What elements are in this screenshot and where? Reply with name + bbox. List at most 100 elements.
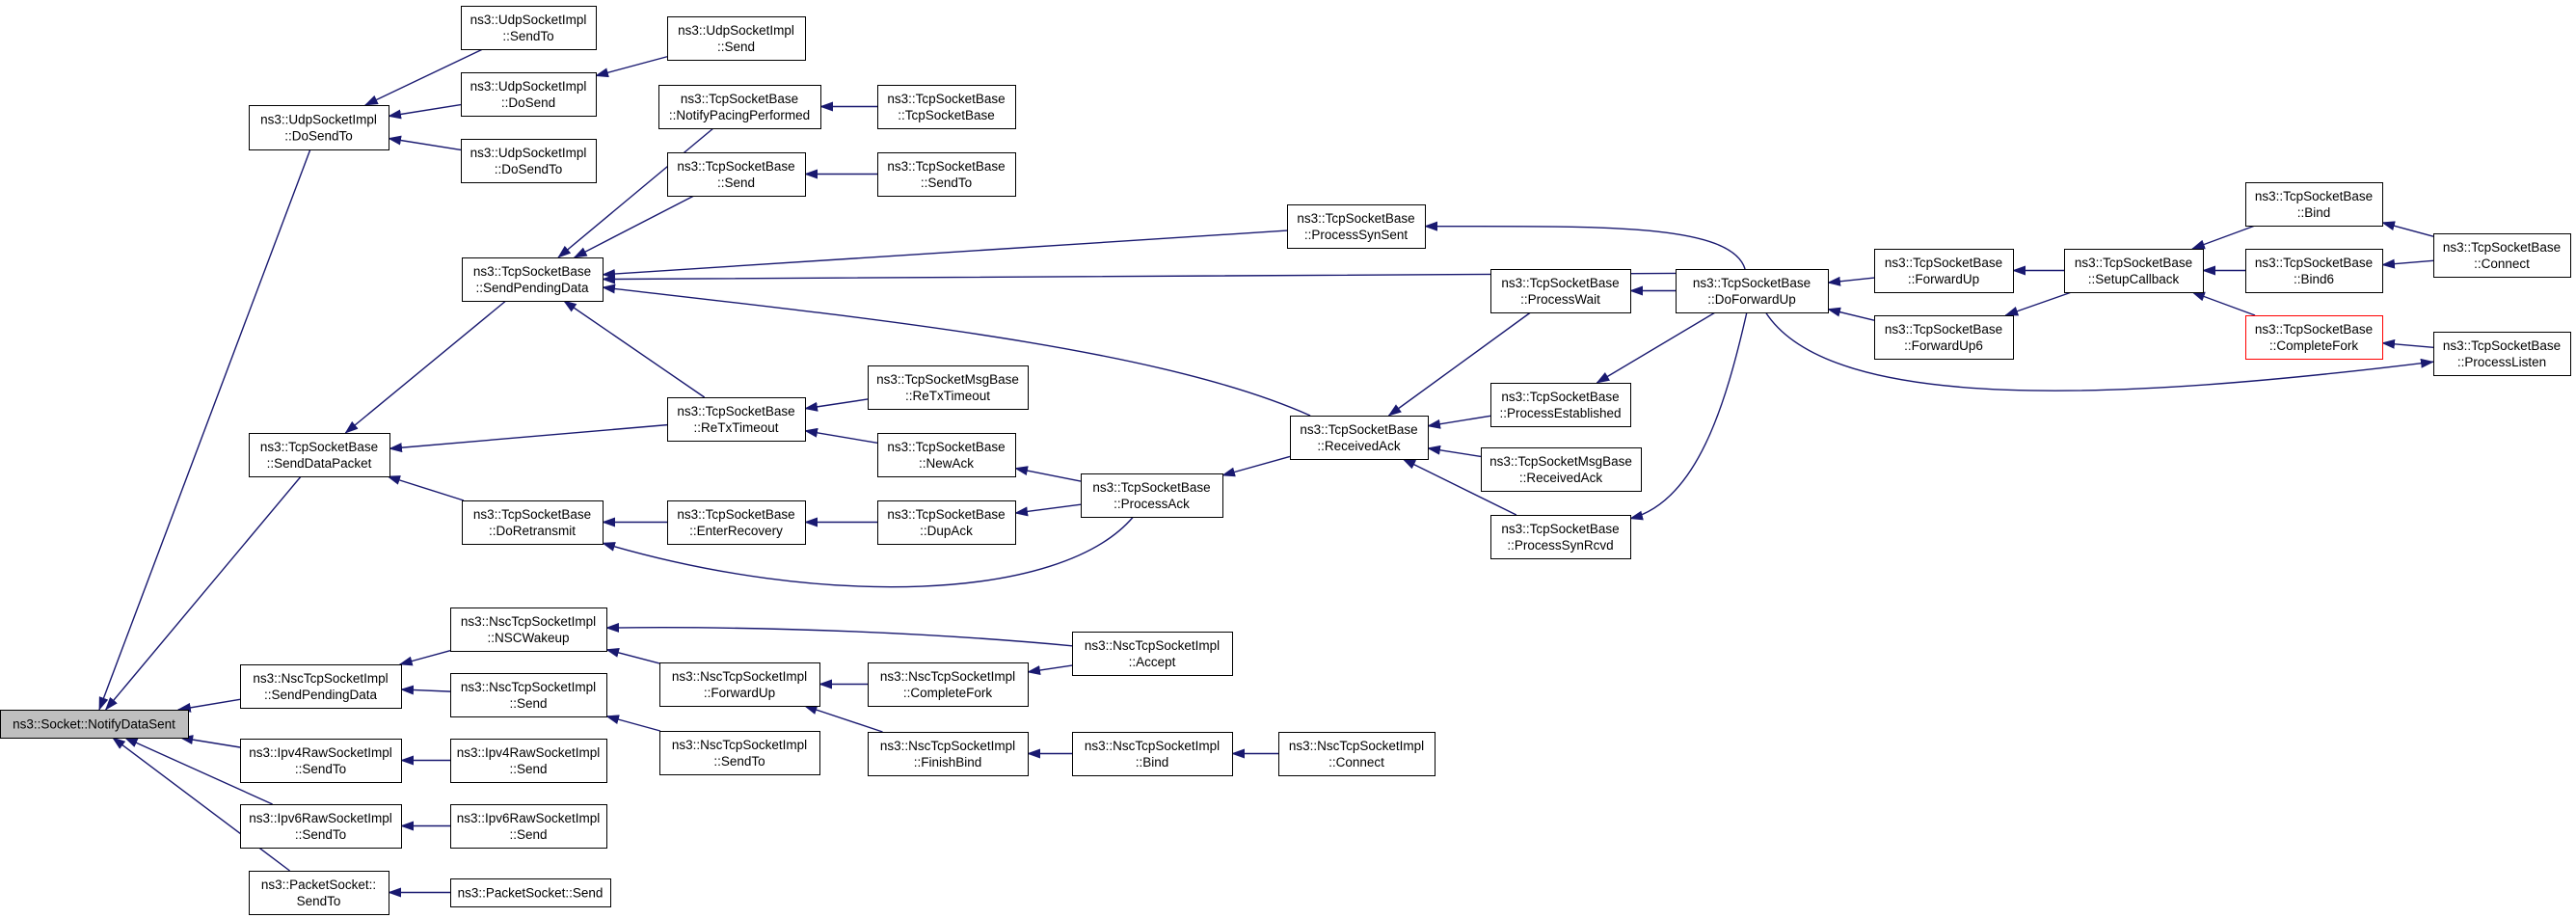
node-tcp_ctor[interactable]: ns3::TcpSocketBase::TcpSocketBase <box>877 85 1016 129</box>
node-tcp_enterrecovery[interactable]: ns3::TcpSocketBase::EnterRecovery <box>667 500 806 545</box>
node-box <box>249 105 389 150</box>
node-ipv4_send[interactable]: ns3::Ipv4RawSocketImpl::Send <box>450 739 607 783</box>
node-pkt_send[interactable]: ns3::PacketSocket::Send <box>450 878 611 907</box>
node-tcp_processsynrcvd[interactable]: ns3::TcpSocketBase::ProcessSynRcvd <box>1490 515 1631 559</box>
node-tcp_doretransmit[interactable]: ns3::TcpSocketBase::DoRetransmit <box>462 500 604 545</box>
edge-tcp_processack-to-tcp_newack <box>1014 466 1082 482</box>
node-tcp_completefork[interactable]: ns3::TcpSocketBase::CompleteFork <box>2245 315 2383 360</box>
node-label-line: ns3::NscTcpSocketImpl <box>461 680 596 694</box>
edge-nsc_nscwakeup-to-nsc_sendpending <box>398 650 451 666</box>
node-tcp_senddatapacket[interactable]: ns3::TcpSocketBase::SendDataPacket <box>249 433 390 477</box>
node-nsc_bind[interactable]: ns3::NscTcpSocketImpl::Bind <box>1072 732 1233 776</box>
node-nsc_sendpending[interactable]: ns3::NscTcpSocketImpl::SendPendingData <box>240 664 402 709</box>
node-box <box>868 662 1029 707</box>
node-box <box>1874 315 2014 360</box>
node-tcp_processlisten[interactable]: ns3::TcpSocketBase::ProcessListen <box>2433 332 2571 376</box>
node-udp_sendto[interactable]: ns3::UdpSocketImpl::SendTo <box>461 6 597 50</box>
node-nsc_completefork[interactable]: ns3::NscTcpSocketImpl::CompleteFork <box>868 662 1029 707</box>
node-tcp_forwardup[interactable]: ns3::TcpSocketBase::ForwardUp <box>1874 249 2014 293</box>
node-label-line: ns3::TcpSocketBase <box>1501 276 1619 290</box>
node-label-line: ns3::TcpSocketBase <box>473 264 591 279</box>
node-box <box>2064 249 2204 293</box>
node-label-line: ::SendTo <box>713 754 765 769</box>
node-label-line: ns3::TcpSocketBase <box>2255 256 2373 270</box>
node-tcp_bind6[interactable]: ns3::TcpSocketBase::Bind6 <box>2245 249 2383 293</box>
node-tcp_send[interactable]: ns3::TcpSocketBase::Send <box>667 152 806 197</box>
node-label-line: ::Bind <box>1136 755 1169 770</box>
node-tcp_dupack[interactable]: ns3::TcpSocketBase::DupAck <box>877 500 1016 545</box>
node-box <box>461 139 597 183</box>
node-label-line: ::ProcessSynSent <box>1304 228 1409 242</box>
node-box <box>1287 204 1426 249</box>
node-tcp_notifypacing[interactable]: ns3::TcpSocketBase::NotifyPacingPerforme… <box>658 85 821 129</box>
node-nsc_forwardup[interactable]: ns3::NscTcpSocketImpl::ForwardUp <box>659 662 820 707</box>
edge-tcp_doforwardup-to-tcp_processlisten <box>1764 311 2434 392</box>
node-label-line: ::Connect <box>1328 755 1384 770</box>
node-label-line: ::DupAck <box>920 524 973 538</box>
node-ipv6_send[interactable]: ns3::Ipv6RawSocketImpl::Send <box>450 804 607 849</box>
node-tcp_processack[interactable]: ns3::TcpSocketBase::ProcessAck <box>1081 473 1223 518</box>
edge-tcp_processsynrcvd-to-tcp_receivedack <box>1402 458 1517 516</box>
node-label-line: ns3::NscTcpSocketImpl <box>880 669 1015 684</box>
node-label-line: ns3::UdpSocketImpl <box>260 113 377 127</box>
node-box <box>0 710 189 739</box>
node-tcp_processwait[interactable]: ns3::TcpSocketBase::ProcessWait <box>1490 269 1631 313</box>
node-box <box>450 878 611 907</box>
node-tcp_bind[interactable]: ns3::TcpSocketBase::Bind <box>2245 182 2383 227</box>
edge-ipv6_sendto-to-root <box>123 737 273 805</box>
node-nsc_finishbind[interactable]: ns3::NscTcpSocketImpl::FinishBind <box>868 732 1029 776</box>
node-label-line: ::ReceivedAck <box>1317 439 1401 453</box>
node-label-line: ::ForwardUp <box>704 686 775 700</box>
node-nsc_connect[interactable]: ns3::NscTcpSocketImpl::Connect <box>1278 732 1436 776</box>
node-udp_dosend[interactable]: ns3::UdpSocketImpl::DoSend <box>461 72 597 117</box>
node-tcp_sendto[interactable]: ns3::TcpSocketBase::SendTo <box>877 152 1016 197</box>
node-box <box>658 85 821 129</box>
node-tcp_retxtimeout[interactable]: ns3::TcpSocketBase::ReTxTimeout <box>667 397 806 442</box>
node-nsc_accept[interactable]: ns3::NscTcpSocketImpl::Accept <box>1072 632 1233 676</box>
node-ipv4_sendto[interactable]: ns3::Ipv4RawSocketImpl::SendTo <box>240 739 402 783</box>
node-tcp_setupcallback[interactable]: ns3::TcpSocketBase::SetupCallback <box>2064 249 2204 293</box>
edge-nsc_forwardup-to-nsc_nscwakeup <box>605 648 660 664</box>
node-label-line: ::SendTo <box>295 827 346 842</box>
node-tcp_processsynsent[interactable]: ns3::TcpSocketBase::ProcessSynSent <box>1287 204 1426 249</box>
edge-layer <box>98 48 2434 898</box>
node-tcp_sendpending[interactable]: ns3::TcpSocketBase::SendPendingData <box>462 257 604 302</box>
node-udp_send[interactable]: ns3::UdpSocketImpl::Send <box>667 16 806 61</box>
node-label-line: ns3::TcpSocketBase <box>887 507 1005 522</box>
node-tcp_processestablished[interactable]: ns3::TcpSocketBase::ProcessEstablished <box>1490 383 1631 427</box>
node-label-line: ::DoSend <box>501 95 555 110</box>
edge-tcp_processack-to-tcp_dupack <box>1014 503 1082 517</box>
node-tcp_forwardup6[interactable]: ns3::TcpSocketBase::ForwardUp6 <box>1874 315 2014 360</box>
node-tcp_newack[interactable]: ns3::TcpSocketBase::NewAck <box>877 433 1016 477</box>
node-tcp_doforwardup[interactable]: ns3::TcpSocketBase::DoForwardUp <box>1676 269 1829 313</box>
node-ipv6_sendto[interactable]: ns3::Ipv6RawSocketImpl::SendTo <box>240 804 402 849</box>
edge-udp_dosendto2-to-udp_dosendto <box>388 135 462 151</box>
edge-tcp_newack-to-tcp_retxtimeout <box>804 427 878 445</box>
node-label-line: ns3::NscTcpSocketImpl <box>880 739 1015 753</box>
node-nsc_nscwakeup[interactable]: ns3::NscTcpSocketImpl::NSCWakeup <box>450 608 607 652</box>
node-box <box>667 152 806 197</box>
edge-nsc_send-to-nsc_sendpending <box>400 685 451 695</box>
node-label-line: ::ProcessAck <box>1114 497 1190 511</box>
node-tcp_receivedack[interactable]: ns3::TcpSocketBase::ReceivedAck <box>1290 416 1429 460</box>
node-layer: ns3::Socket::NotifyDataSentns3::UdpSocke… <box>0 6 2571 915</box>
node-label-line: ::NotifyPacingPerformed <box>669 108 810 122</box>
node-tcp_connect[interactable]: ns3::TcpSocketBase::Connect <box>2433 233 2571 278</box>
node-label-line: ::SendDataPacket <box>267 456 372 471</box>
node-box <box>461 6 597 50</box>
node-nsc_send[interactable]: ns3::NscTcpSocketImpl::Send <box>450 673 607 717</box>
node-label-line: ::DoRetransmit <box>489 524 576 538</box>
node-udp_dosendto2[interactable]: ns3::UdpSocketImpl::DoSendTo <box>461 139 597 183</box>
node-tcpmsg_receivedack[interactable]: ns3::TcpSocketMsgBase::ReceivedAck <box>1481 447 1642 492</box>
node-box <box>1278 732 1436 776</box>
edge-tcp_forwardup-to-tcp_doforwardup <box>1827 276 1875 286</box>
node-nsc_sendto[interactable]: ns3::NscTcpSocketImpl::SendTo <box>659 731 820 775</box>
node-label-line: ::Send <box>509 827 547 842</box>
edge-tcp_doforwardup-to-tcp_processsynrcvd <box>1629 311 1748 521</box>
node-label-line: ns3::TcpSocketBase <box>1693 276 1811 290</box>
node-pkt_sendto[interactable]: ns3::PacketSocket::SendTo <box>249 871 389 915</box>
node-box <box>2433 332 2571 376</box>
node-label-line: ::DoForwardUp <box>1707 292 1796 307</box>
node-tcpmsg_retxtimeout[interactable]: ns3::TcpSocketMsgBase::ReTxTimeout <box>868 365 1029 410</box>
node-udp_dosendto[interactable]: ns3::UdpSocketImpl::DoSendTo <box>249 105 389 150</box>
